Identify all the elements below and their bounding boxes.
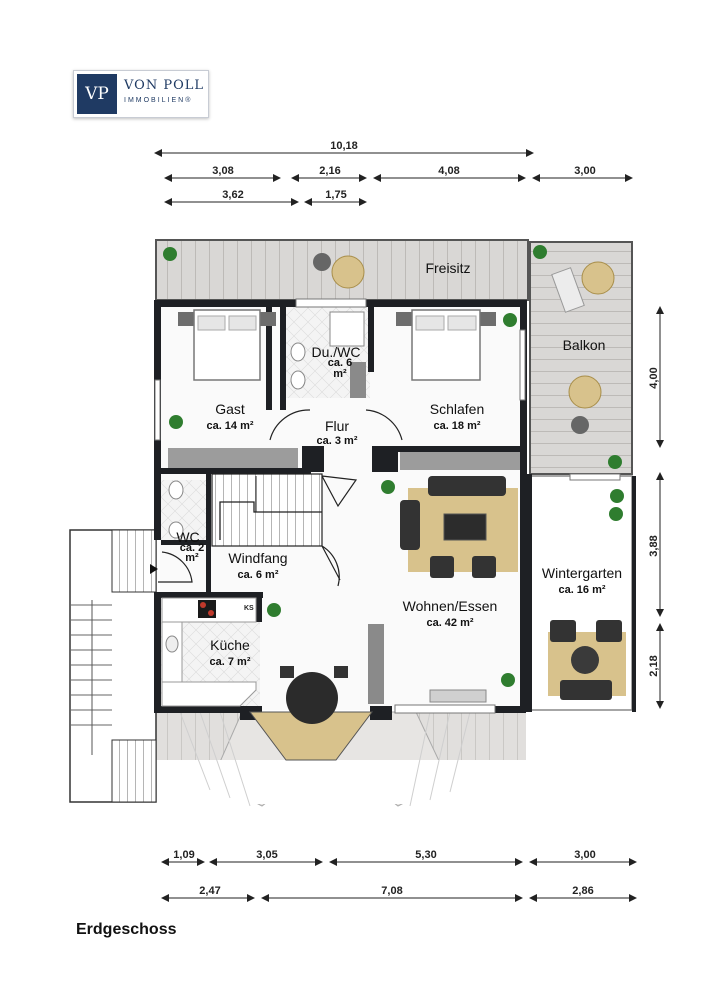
area-schlafen: ca. 18 m² xyxy=(433,420,480,432)
dimensions-right: 4,00 3,88 2,18 xyxy=(648,306,664,709)
area-flur: ca. 3 m² xyxy=(317,435,358,447)
area-wc-a: ca. 2 xyxy=(180,542,204,554)
dim-right-1: 4,00 xyxy=(648,367,660,388)
dim-bottom-7: 2,86 xyxy=(572,885,593,897)
doors xyxy=(158,409,403,587)
outdoor-furniture xyxy=(313,253,615,434)
dim-bottom-6: 7,08 xyxy=(381,885,402,897)
area-gast: ca. 14 m² xyxy=(206,420,253,432)
area-wc-b: m² xyxy=(185,552,199,564)
area-wohnen: ca. 42 m² xyxy=(426,617,473,629)
gast-wardrobe xyxy=(168,448,298,468)
plants xyxy=(163,245,624,687)
dim-right-2: 3,88 xyxy=(648,535,660,556)
label-duwc: Du./WC xyxy=(312,344,361,360)
entry-stairs xyxy=(69,529,158,803)
logo-name: VON POLL xyxy=(124,78,204,93)
dim-bottom-2: 3,05 xyxy=(256,849,277,861)
dimensions-top: 10,18 3,08 2,16 4,08 3,00 3,62 1,75 xyxy=(154,140,633,206)
label-kueche: Küche xyxy=(210,637,250,653)
dim-top-total: 10,18 xyxy=(330,140,358,152)
label-schlafen: Schlafen xyxy=(430,401,484,417)
label-wohnen: Wohnen/Essen xyxy=(403,598,498,614)
logo-mark: VP xyxy=(77,74,117,114)
logo-subtitle: IMMOBILIEN® xyxy=(124,97,193,104)
dim-top-2: 2,16 xyxy=(319,165,340,177)
label-wc: WC xyxy=(176,529,199,545)
dim-right-3: 2,18 xyxy=(648,655,660,676)
area-duwc-a: ca. 6 xyxy=(328,357,352,369)
interior-stairs xyxy=(211,473,323,547)
living-area xyxy=(368,476,518,704)
dim-bottom-5: 2,47 xyxy=(199,885,220,897)
area-duwc-b: m² xyxy=(333,368,347,380)
schlafen-bed xyxy=(396,309,496,381)
label-wintergarten: Wintergarten xyxy=(542,565,622,581)
windows xyxy=(154,298,621,714)
label-flur: Flur xyxy=(325,418,349,434)
dim-top-5: 3,62 xyxy=(222,189,243,201)
label-freisitz: Freisitz xyxy=(425,260,470,276)
dimensions-bottom: 1,09 3,05 5,30 3,00 2,47 7,08 2,86 xyxy=(161,849,637,902)
gast-bed xyxy=(178,309,276,381)
room-labels: Freisitz Balkon Du./WC ca. 6 m² Gast ca.… xyxy=(176,260,622,668)
dim-top-4: 3,00 xyxy=(574,165,595,177)
dim-bottom-4: 3,00 xyxy=(574,849,595,861)
kitchen-fixtures: KS xyxy=(161,597,257,707)
area-windfang: ca. 6 m² xyxy=(238,569,279,581)
label-balkon: Balkon xyxy=(563,337,606,353)
dining-bay xyxy=(249,666,373,761)
schlafen-wardrobe xyxy=(400,452,520,470)
company-logo: VP VON POLL IMMOBILIEN® xyxy=(73,70,209,118)
area-kueche: ca. 7 m² xyxy=(210,656,251,668)
fridge-label: KS xyxy=(244,605,254,612)
label-windfang: Windfang xyxy=(228,550,287,566)
dim-top-6: 1,75 xyxy=(325,189,346,201)
dim-bottom-1: 1,09 xyxy=(173,849,194,861)
balkon-deck xyxy=(530,242,632,474)
label-gast: Gast xyxy=(215,401,245,417)
area-wintergarten: ca. 16 m² xyxy=(558,584,605,596)
dim-top-3: 4,08 xyxy=(438,165,459,177)
wintergarten-furniture xyxy=(548,620,626,700)
bath-fixtures xyxy=(168,311,366,539)
dim-bottom-3: 5,30 xyxy=(415,849,436,861)
floor-title: Erdgeschoss xyxy=(76,921,177,938)
dim-top-1: 3,08 xyxy=(212,165,233,177)
